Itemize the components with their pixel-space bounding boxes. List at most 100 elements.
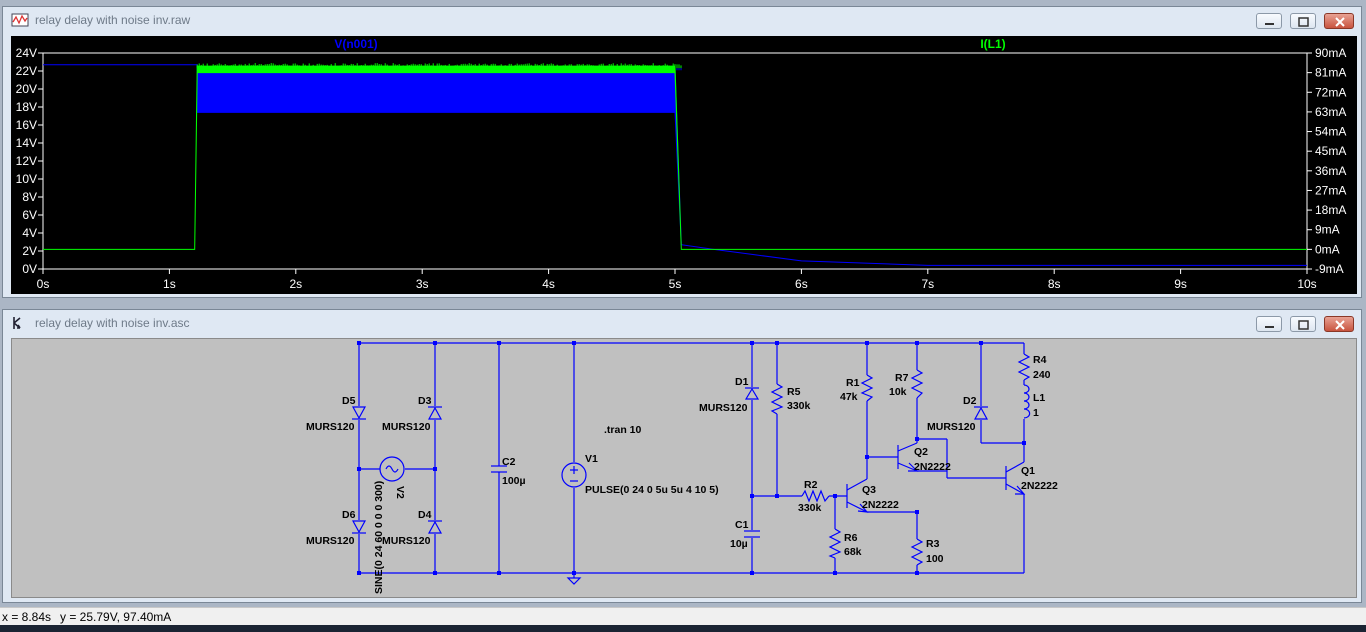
component-labels: D5 MURS120 D6 MURS120 D3 MURS120 D4 MURS… bbox=[306, 354, 1058, 594]
plot-window-titlebar[interactable]: relay delay with noise inv.raw bbox=[3, 7, 1361, 33]
y-right-tick-label: -9mA bbox=[1315, 262, 1344, 276]
ref-d1: D1 bbox=[735, 376, 749, 388]
y-left-tick-label: 24V bbox=[16, 46, 37, 60]
value-c2: 100µ bbox=[502, 475, 526, 487]
inductor-l1[interactable] bbox=[1023, 384, 1031, 419]
capacitor-c1[interactable] bbox=[744, 530, 760, 538]
ref-d2: D2 bbox=[963, 395, 977, 407]
value-l1: 1 bbox=[1033, 407, 1039, 419]
value-d3: MURS120 bbox=[382, 421, 431, 433]
y-right-tick-label: 9mA bbox=[1315, 223, 1340, 237]
value-r6: 68k bbox=[844, 546, 862, 558]
cursor-x-readout: x = 8.84s bbox=[2, 610, 52, 624]
value-d2: MURS120 bbox=[927, 421, 976, 433]
capacitor-c2[interactable] bbox=[491, 465, 507, 473]
diode-d6[interactable] bbox=[351, 520, 367, 534]
maximize-icon bbox=[1298, 17, 1309, 27]
resistor-r2[interactable] bbox=[801, 489, 830, 503]
wires bbox=[358, 342, 1025, 578]
transistor-q1[interactable] bbox=[1005, 461, 1026, 495]
x-tick-label: 2s bbox=[289, 277, 302, 291]
resistor-r5[interactable] bbox=[770, 383, 784, 415]
diode-d4[interactable] bbox=[427, 520, 443, 534]
close-button[interactable] bbox=[1324, 13, 1354, 29]
minimize-icon bbox=[1265, 326, 1274, 328]
close-icon bbox=[1335, 320, 1345, 330]
y-right-tick-label: 63mA bbox=[1315, 105, 1346, 119]
diode-d5[interactable] bbox=[351, 406, 367, 420]
ref-r1: R1 bbox=[846, 377, 860, 389]
sine-source-v2[interactable] bbox=[379, 456, 405, 482]
resistor-r3[interactable] bbox=[910, 538, 924, 566]
minimize-button[interactable] bbox=[1256, 316, 1282, 332]
ref-d3: D3 bbox=[418, 395, 432, 407]
diode-d2[interactable] bbox=[973, 406, 989, 420]
maximize-button[interactable] bbox=[1290, 316, 1316, 332]
y-right-tick-label: 18mA bbox=[1315, 203, 1346, 217]
taskbar bbox=[0, 625, 1366, 632]
ref-r5: R5 bbox=[787, 386, 801, 398]
x-tick-label: 8s bbox=[1048, 277, 1061, 291]
waveform-plot[interactable]: V(n001) I(L1) 24V22V20V18V16V14V12V10V8V… bbox=[11, 36, 1357, 294]
ref-q1: Q1 bbox=[1021, 465, 1035, 477]
ref-r7: R7 bbox=[895, 372, 909, 384]
ref-q2: Q2 bbox=[914, 446, 928, 458]
ref-r2: R2 bbox=[804, 479, 818, 491]
value-d4: MURS120 bbox=[382, 535, 431, 547]
status-bar: x = 8.84s y = 25.79V, 97.40mA bbox=[0, 607, 1366, 626]
ref-v2: V2 bbox=[394, 486, 406, 499]
value-r2: 330k bbox=[798, 502, 822, 514]
resistor-r1[interactable] bbox=[860, 374, 874, 402]
transistor-q2[interactable] bbox=[897, 442, 919, 472]
x-tick-label: 10s bbox=[1297, 277, 1316, 291]
y-left-tick-label: 10V bbox=[16, 172, 37, 186]
trace-label-right[interactable]: I(L1) bbox=[980, 37, 1005, 51]
value-q1: 2N2222 bbox=[1021, 480, 1058, 492]
x-tick-label: 0s bbox=[37, 277, 50, 291]
close-icon bbox=[1335, 17, 1345, 27]
y-left-tick-label: 2V bbox=[22, 244, 37, 258]
resistor-r7[interactable] bbox=[910, 369, 924, 399]
x-tick-label: 6s bbox=[795, 277, 808, 291]
schematic-window-titlebar[interactable]: relay delay with noise inv.asc bbox=[3, 310, 1361, 336]
trace-label-left[interactable]: V(n001) bbox=[334, 37, 377, 51]
waveform-icon bbox=[11, 13, 29, 27]
schematic-window[interactable]: relay delay with noise inv.asc bbox=[2, 309, 1362, 603]
x-tick-label: 5s bbox=[669, 277, 682, 291]
ref-v1: V1 bbox=[585, 453, 598, 465]
value-c1: 10µ bbox=[730, 538, 748, 550]
transistor-q3[interactable] bbox=[846, 478, 869, 513]
value-v2: SINE(0 24 60 0 0 0 300) bbox=[373, 481, 385, 594]
value-r5: 330k bbox=[787, 400, 811, 412]
y-left-tick-label: 14V bbox=[16, 136, 37, 150]
ref-l1: L1 bbox=[1033, 392, 1045, 404]
resistor-r4[interactable] bbox=[1017, 353, 1031, 381]
pulse-source-v1[interactable] bbox=[561, 462, 587, 488]
y-right-tick-label: 36mA bbox=[1315, 164, 1346, 178]
y-right-tick-label: 45mA bbox=[1315, 144, 1346, 158]
ref-q3: Q3 bbox=[862, 484, 876, 496]
minimize-button[interactable] bbox=[1256, 13, 1282, 29]
value-r7: 10k bbox=[889, 386, 907, 398]
y-right-tick-label: 0mA bbox=[1315, 242, 1340, 256]
resistor-r6[interactable] bbox=[828, 528, 842, 559]
y-right-tick-label: 54mA bbox=[1315, 125, 1346, 139]
value-d1: MURS120 bbox=[699, 402, 748, 414]
maximize-icon bbox=[1298, 320, 1309, 330]
y-right-tick-label: 81mA bbox=[1315, 66, 1346, 80]
diode-d3[interactable] bbox=[427, 406, 443, 420]
diode-d1[interactable] bbox=[744, 387, 760, 400]
value-r3: 100 bbox=[926, 553, 944, 565]
minimize-icon bbox=[1265, 23, 1274, 25]
close-button[interactable] bbox=[1324, 316, 1354, 332]
y-left-tick-label: 4V bbox=[22, 226, 37, 240]
plot-window-title: relay delay with noise inv.raw bbox=[35, 13, 191, 27]
ref-d6: D6 bbox=[342, 509, 356, 521]
maximize-button[interactable] bbox=[1290, 13, 1316, 29]
schematic-canvas[interactable]: D5 MURS120 D6 MURS120 D3 MURS120 D4 MURS… bbox=[11, 338, 1357, 598]
ref-r6: R6 bbox=[844, 532, 858, 544]
x-tick-label: 9s bbox=[1174, 277, 1187, 291]
x-tick-label: 3s bbox=[416, 277, 429, 291]
plot-window[interactable]: relay delay with noise inv.raw V(n001) I… bbox=[2, 6, 1362, 298]
